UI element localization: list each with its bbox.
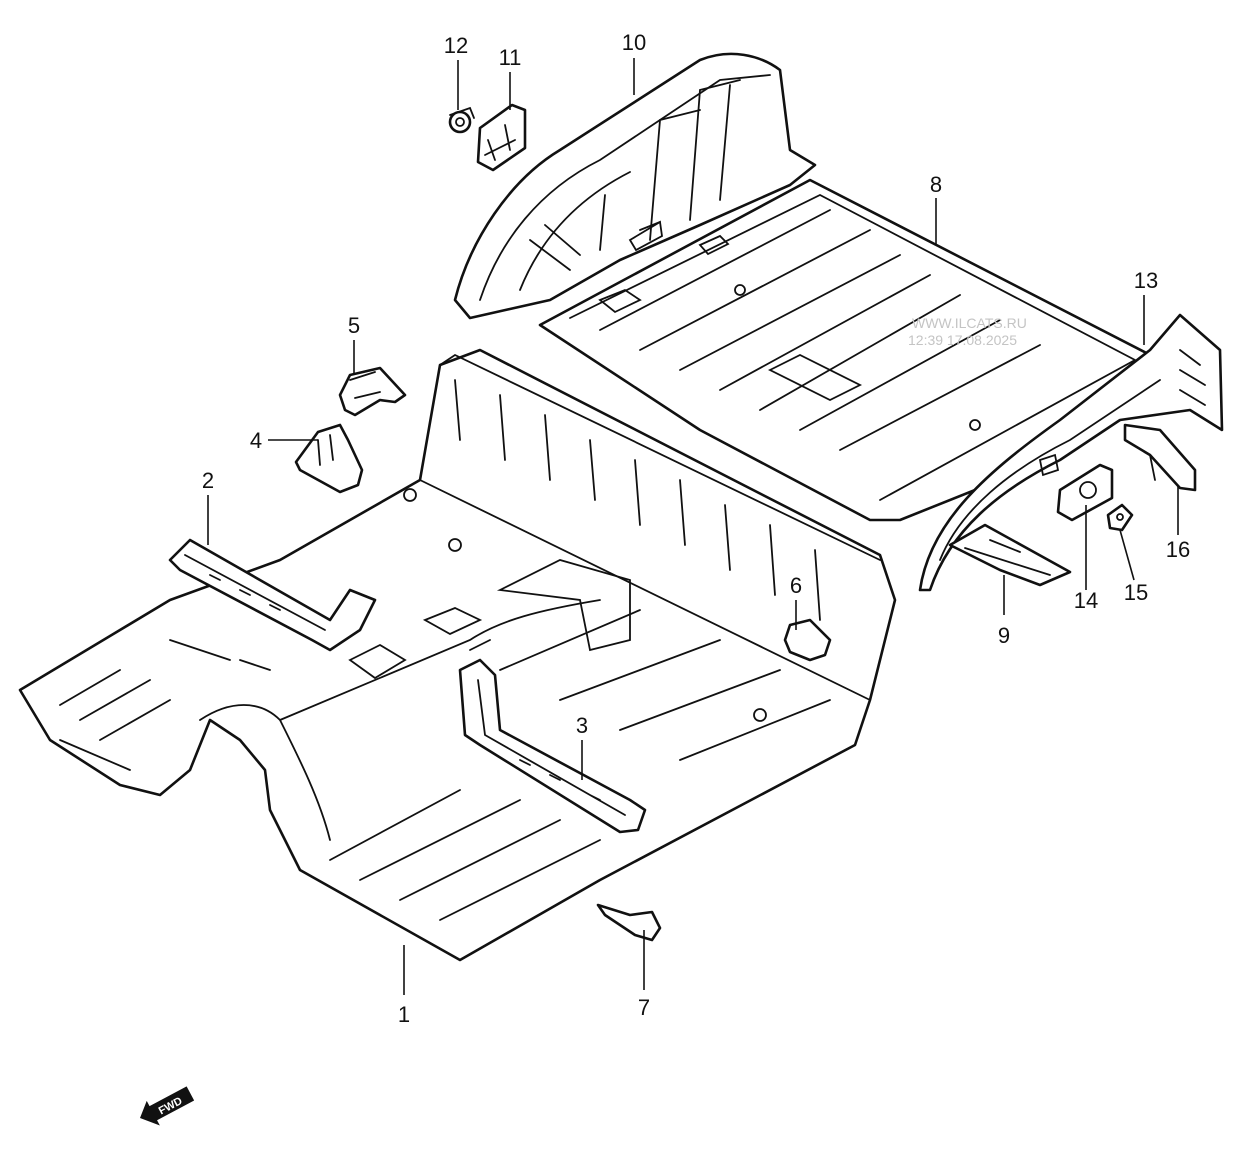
callout-11: 11 xyxy=(499,45,522,70)
part-5-bracket xyxy=(338,366,407,417)
callout-1: 1 xyxy=(398,1002,410,1027)
callout-6: 6 xyxy=(790,573,802,598)
part-13-rear-side-member xyxy=(918,313,1224,592)
callout-labels: 1 2 3 4 5 6 7 8 9 10 11 12 13 14 15 16 xyxy=(202,30,1190,1027)
callout-7: 7 xyxy=(638,995,650,1020)
part-16-bracket xyxy=(1123,423,1197,492)
part-15-grommet xyxy=(1106,503,1134,532)
callout-8: 8 xyxy=(930,172,942,197)
callout-2: 2 xyxy=(202,468,214,493)
callout-3: 3 xyxy=(576,713,588,738)
watermark-timestamp: 12:39 17.08.2025 xyxy=(908,332,1017,348)
callout-4: 4 xyxy=(250,428,262,453)
callout-9: 9 xyxy=(998,623,1010,648)
part-8-rear-floor-panel xyxy=(538,178,1162,522)
watermark: WWW.ILCATS.RU 12:39 17.08.2025 xyxy=(908,315,1027,348)
part-3-cross-member xyxy=(458,658,647,834)
part-1-front-floor-panel xyxy=(18,348,897,962)
callout-13: 13 xyxy=(1134,268,1158,293)
part-2-cross-member xyxy=(168,538,377,652)
part-4-bracket xyxy=(294,423,364,494)
leader-lines xyxy=(207,58,1179,995)
callout-16: 16 xyxy=(1166,537,1190,562)
forward-arrow-icon: FWD xyxy=(140,1086,195,1126)
callout-5: 5 xyxy=(348,313,360,338)
part-11-bracket xyxy=(476,103,527,172)
callout-12: 12 xyxy=(444,33,468,58)
part-14-mount xyxy=(1056,463,1114,522)
watermark-site: WWW.ILCATS.RU xyxy=(912,315,1027,331)
callout-10: 10 xyxy=(622,30,646,55)
forward-arrow-label: FWD xyxy=(157,1095,185,1117)
part-7-bracket xyxy=(596,903,662,942)
part-10-rear-wheelhouse xyxy=(453,52,817,320)
callout-15: 15 xyxy=(1124,580,1148,605)
part-9-reinforcement xyxy=(948,523,1072,587)
part-12-clip xyxy=(448,106,475,134)
callout-14: 14 xyxy=(1074,588,1098,613)
